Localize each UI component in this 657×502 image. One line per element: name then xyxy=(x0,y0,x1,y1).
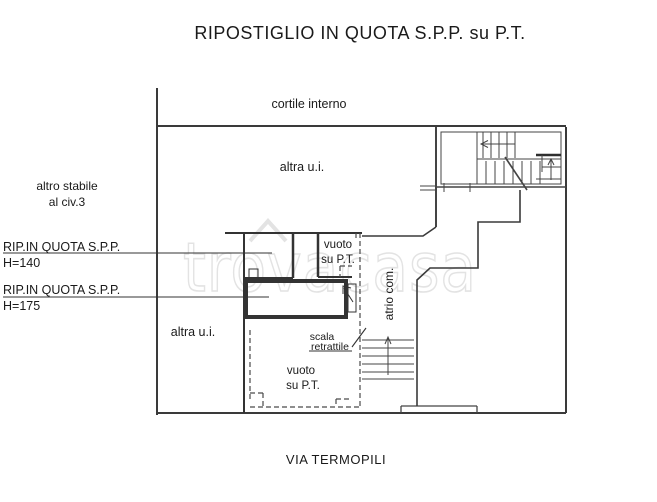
ladder-arrow-head-icon xyxy=(342,285,352,294)
boundary-walls xyxy=(156,88,567,415)
staircase-top-right xyxy=(420,127,566,227)
central-walls xyxy=(225,232,362,413)
room-h175-walls xyxy=(244,279,348,319)
storage-175-label: RIP.IN QUOTA S.P.P. xyxy=(3,283,120,297)
other-building-label-line1: altro stabile xyxy=(36,179,98,193)
ladder-pocket xyxy=(347,283,357,313)
watermark-text: trovacasa xyxy=(183,229,477,308)
stair-arrow-left-icon xyxy=(479,140,489,148)
courtyard-label: cortile interno xyxy=(271,97,346,111)
other-unit-top-label: altra u.i. xyxy=(280,160,324,174)
void-bottom-label-line1: vuoto xyxy=(287,365,315,377)
storage-175-height: H=175 xyxy=(3,299,40,313)
void-top-label-line1: vuoto xyxy=(324,239,352,251)
storage-140-height: H=140 xyxy=(3,256,40,270)
street-label: VIA TERMOPILI xyxy=(286,452,386,467)
ladder-label-leader xyxy=(351,327,367,348)
watermark: trovacasa xyxy=(182,218,477,309)
void-bottom-label-line2: su P.T. xyxy=(286,380,320,392)
other-unit-left-label: altra u.i. xyxy=(171,325,215,339)
dashed-void-outline xyxy=(249,233,361,408)
bottom-step xyxy=(400,405,478,413)
storage-140-label: RIP.IN QUOTA S.P.P. xyxy=(3,240,120,254)
other-building-label-line2: al civ.3 xyxy=(49,195,86,209)
ladder-label-line2: retrattile xyxy=(311,341,349,353)
house-roof-icon xyxy=(248,218,288,243)
ladder-label-line1: scala xyxy=(310,331,335,343)
atrium-label: atrio com. xyxy=(382,268,396,321)
corridor-stairs xyxy=(362,335,414,380)
room140-notch xyxy=(248,268,259,278)
page-title: RIPOSTIGLIO IN QUOTA S.P.P. su P.T. xyxy=(194,23,525,43)
void-top-label-line2: su P.T. xyxy=(321,254,355,266)
right-interior-walls xyxy=(362,190,521,406)
leader-lines xyxy=(3,252,367,352)
stair-arrow-up-icon xyxy=(547,157,555,166)
corridor-stair-arrow-up-icon xyxy=(384,335,392,345)
ladder-arrow xyxy=(343,287,354,303)
